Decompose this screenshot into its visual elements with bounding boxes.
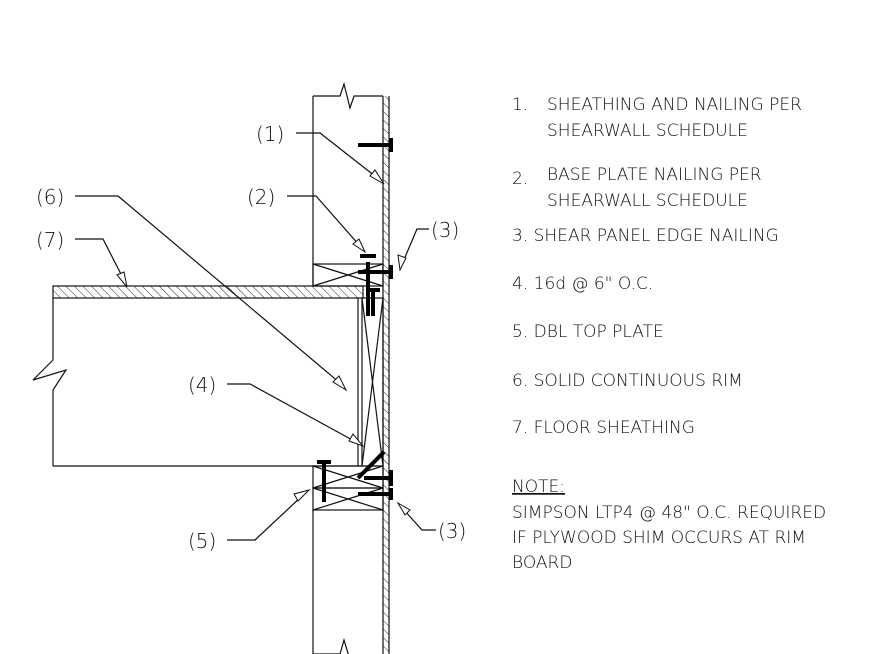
note-5: 5. DBL TOP PLATE xyxy=(512,322,664,342)
callout-5: (5) xyxy=(188,529,216,553)
floor-sheathing xyxy=(52,285,364,299)
wall-sheathing xyxy=(382,96,390,654)
leader-lines xyxy=(75,132,436,541)
note-3: 3. SHEAR PANEL EDGE NAILING xyxy=(512,226,779,246)
notes-list: 1. SHEATHING AND NAILING PER SHEARWALL S… xyxy=(512,95,826,573)
note-7: 7. FLOOR SHEATHING xyxy=(512,418,695,438)
note-6: 6. SOLID CONTINUOUS RIM xyxy=(512,371,743,391)
callout-6: (6) xyxy=(36,185,64,209)
callout-4: (4) xyxy=(188,373,216,397)
callout-labels: (1) (2) (3) (3) (4) (5) (6) (7) xyxy=(36,122,466,553)
note-text-line-3: BOARD xyxy=(512,553,572,573)
note-heading: NOTE: xyxy=(512,477,565,497)
note-2-line-2: SHEARWALL SCHEDULE xyxy=(547,191,748,211)
note-2-number: 2. xyxy=(512,169,528,189)
note-text-line-2: IF PLYWOOD SHIM OCCURS AT RIM xyxy=(512,528,806,548)
callout-3-lower: (3) xyxy=(438,519,466,543)
callout-1: (1) xyxy=(256,122,284,146)
note-1-number: 1. xyxy=(512,95,528,115)
callout-2: (2) xyxy=(247,185,275,209)
floor-joist xyxy=(32,298,362,467)
note-text-line-1: SIMPSON LTP4 @ 48" O.C. REQUIRED xyxy=(512,503,826,523)
rim-board xyxy=(357,297,384,467)
nails xyxy=(317,138,393,502)
note-1-line-1: SHEATHING AND NAILING PER xyxy=(547,95,802,115)
note-4: 4. 16d @ 6" O.C. xyxy=(512,274,653,294)
note-1-line-2: SHEARWALL SCHEDULE xyxy=(547,121,748,141)
callout-3-upper: (3) xyxy=(431,218,459,242)
note-2-line-1: BASE PLATE NAILING PER xyxy=(547,165,762,185)
callout-7: (7) xyxy=(36,228,64,252)
